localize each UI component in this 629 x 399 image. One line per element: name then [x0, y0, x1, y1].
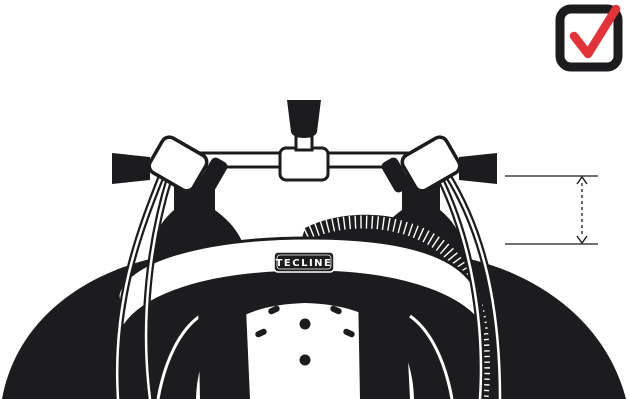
valve-knob-left: [112, 153, 150, 184]
dimension-indicator: [505, 176, 598, 244]
manifold-crossbar: [195, 136, 415, 180]
brand-logo: TECLINE: [274, 252, 334, 272]
isolator-valve-knob: [287, 100, 321, 138]
harness-strap-left: [198, 285, 250, 399]
harness-strap-right: [358, 288, 410, 399]
brand-logo-text: TECLINE: [276, 258, 333, 269]
checkbox-checked-icon: [560, 9, 618, 67]
valve-knob-right: [459, 153, 497, 184]
